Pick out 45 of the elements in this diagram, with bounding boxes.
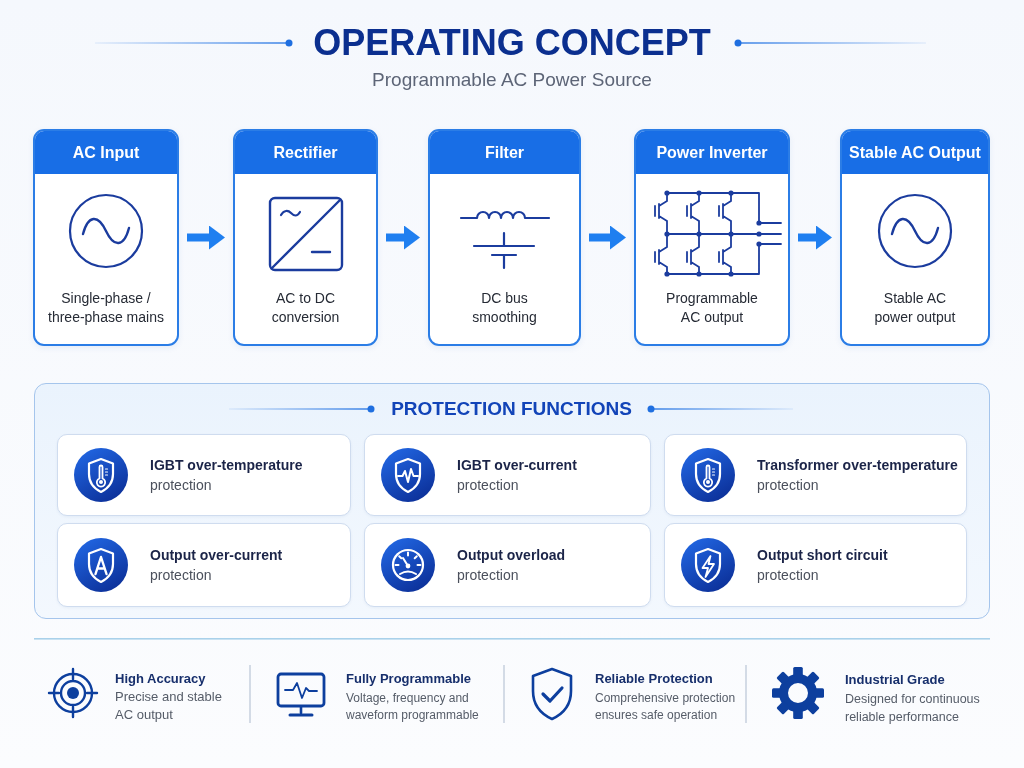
- card-text: protection: [757, 566, 819, 585]
- card-text: protection: [457, 566, 519, 585]
- feature-heading: High Accuracy: [115, 670, 206, 688]
- protection-panel: [34, 383, 990, 619]
- box-header: Power Inverter: [636, 131, 788, 174]
- process-box: [33, 129, 179, 346]
- card-heading: Output overload: [457, 546, 566, 565]
- process-box: [840, 129, 990, 346]
- card-heading: Transformer over-temperature: [757, 456, 958, 475]
- box-header: Rectifier: [235, 131, 376, 174]
- card-heading: Output over-current: [150, 546, 283, 565]
- box-description: DC bus smoothing: [471, 289, 538, 327]
- card-heading: IGBT over-temperature: [150, 456, 303, 475]
- feature-text: Comprehensive protection ensures safe operation: [595, 690, 737, 724]
- process-box: [233, 129, 378, 346]
- protection-card: [664, 523, 967, 607]
- card-heading: IGBT over-current: [457, 456, 577, 475]
- box-header: Stable AC Output: [842, 131, 988, 174]
- protection-card: [364, 523, 651, 607]
- card-text: protection: [757, 476, 819, 495]
- box-description: Single-phase / three-phase mains: [47, 289, 165, 327]
- card-text: protection: [150, 566, 212, 585]
- feature-text: Voltage, frequency and waveform programmable: [346, 690, 480, 724]
- feature-heading: Reliable Protection: [595, 670, 713, 688]
- box-header: Filter: [430, 131, 579, 174]
- box-description: Programmable AC output: [665, 289, 759, 327]
- protection-card: [364, 434, 651, 516]
- section-title: PROTECTION FUNCTIONS: [391, 397, 632, 421]
- feature-text: Designed for continuous reliable performance: [845, 691, 981, 726]
- process-box: [428, 129, 581, 346]
- feature-text: Precise and stable AC output: [115, 688, 223, 724]
- feature-heading: Fully Programmable: [346, 670, 471, 688]
- page-title: OPERATING CONCEPT: [313, 21, 711, 65]
- protection-card: [57, 434, 351, 516]
- box-description: Stable AC power output: [873, 289, 957, 327]
- box-description: AC to DC conversion: [270, 289, 341, 327]
- card-text: protection: [457, 476, 519, 495]
- process-box: [634, 129, 790, 346]
- subtitle: Programmable AC Power Source: [372, 68, 652, 92]
- card-text: protection: [150, 476, 212, 495]
- protection-card: [57, 523, 351, 607]
- protection-card: [664, 434, 967, 516]
- box-header: AC Input: [35, 131, 177, 174]
- feature-heading: Industrial Grade: [845, 671, 945, 689]
- card-heading: Output short circuit: [757, 546, 888, 565]
